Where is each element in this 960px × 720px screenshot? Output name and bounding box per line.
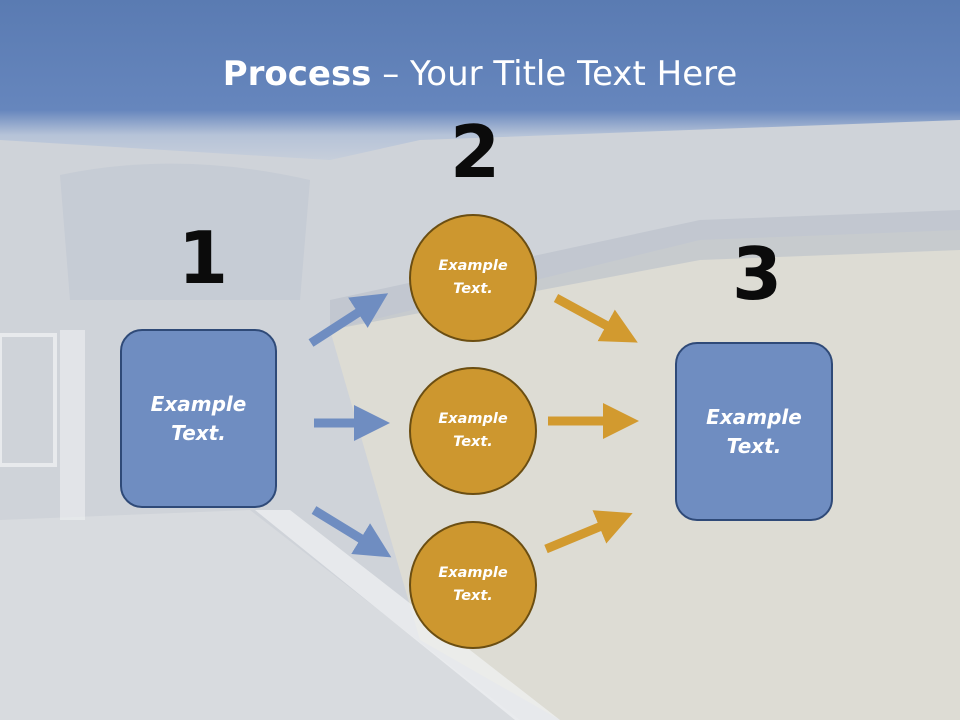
circle-bottom: Example Text. <box>409 521 537 649</box>
circle-top: Example Text. <box>409 214 537 342</box>
arrow-icon-blue-down <box>311 506 392 558</box>
step-number-1: 1 <box>178 216 229 300</box>
step-number-2: 2 <box>450 110 501 194</box>
right-box-text: Example Text. <box>706 404 802 458</box>
title-rest: – Your Title Text Here <box>371 54 738 94</box>
left-box-text: Example Text. <box>150 391 247 445</box>
arrow-icon-gold-up <box>544 510 633 554</box>
left-box: Example Text. <box>120 329 277 508</box>
circle-top-text: Example Text. <box>438 258 508 297</box>
arrow-icon-blue-up <box>308 293 389 347</box>
arrow-icon-gold-down <box>553 294 638 343</box>
right-box: Example Text. <box>675 342 833 521</box>
slide-title: Process – Your Title Text Here <box>0 52 960 96</box>
circle-middle: Example Text. <box>409 367 537 495</box>
step-number-3: 3 <box>732 232 783 316</box>
circle-bottom-text: Example Text. <box>438 565 508 604</box>
circle-middle-text: Example Text. <box>438 411 508 450</box>
title-bold: Process <box>222 54 372 94</box>
